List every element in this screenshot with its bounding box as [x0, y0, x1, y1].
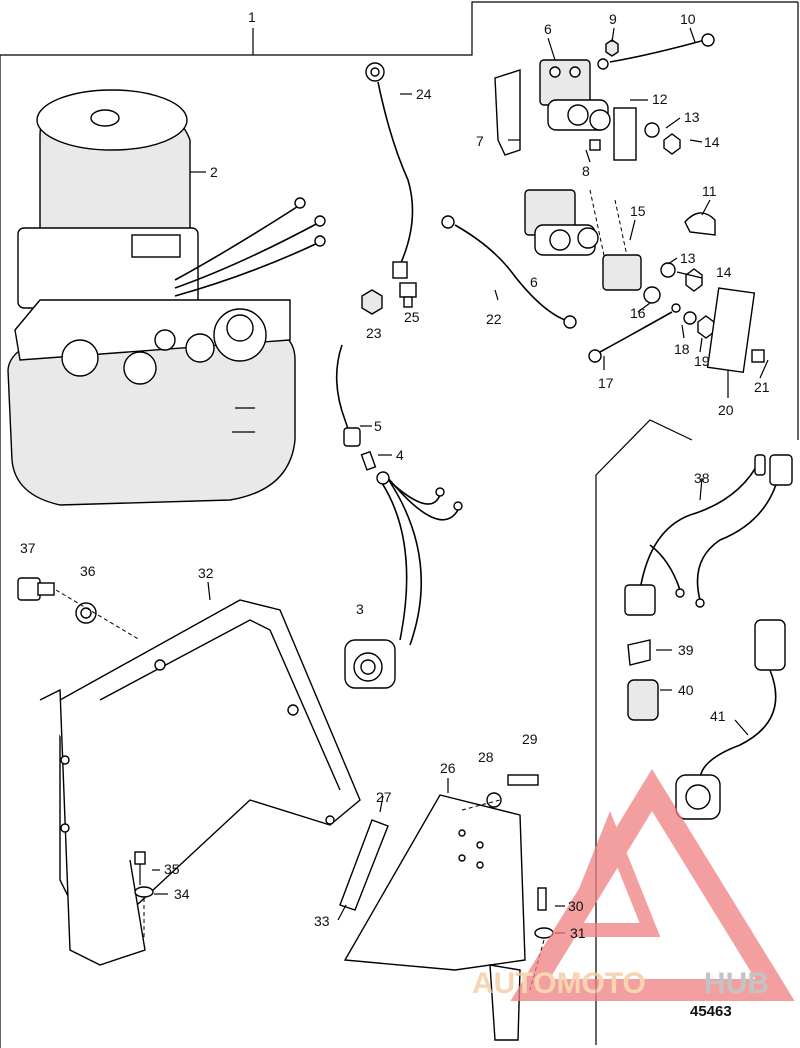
pump-motor-assembly: [7, 89, 326, 506]
callout-10: 10: [680, 11, 696, 27]
watermark-triangle-inner: [559, 811, 661, 937]
callout-leaders: [152, 27, 769, 934]
callout-29: 29: [522, 731, 538, 747]
callout-27: 27: [376, 789, 392, 805]
callout-40: 40: [678, 682, 694, 698]
callout-16: 16: [630, 305, 646, 321]
callout-33: 33: [314, 913, 330, 929]
callout-31: 31: [570, 925, 586, 941]
solenoid-upper: [494, 33, 715, 161]
callout-14a: 14: [704, 134, 720, 150]
callout-4: 4: [396, 447, 404, 463]
watermark-triangle-outer: [510, 768, 795, 1001]
callout-36: 36: [80, 563, 96, 579]
callout-38: 38: [694, 470, 710, 486]
callout-13b: 13: [680, 250, 696, 266]
callout-6b: 6: [530, 274, 538, 290]
callout-9: 9: [609, 11, 617, 27]
callout-35: 35: [164, 861, 180, 877]
trim-harness-right: [624, 454, 793, 820]
watermark-text-automoto: AUTOMOTO: [472, 967, 646, 1000]
callout-17: 17: [598, 375, 614, 391]
callout-24: 24: [416, 86, 432, 102]
callout-12: 12: [652, 91, 668, 107]
callout-28: 28: [478, 749, 494, 765]
callout-11: 11: [702, 183, 717, 199]
callout-3: 3: [356, 601, 364, 617]
callout-13a: 13: [684, 109, 700, 125]
automotohub-watermark: AUTOMOTO HUB: [472, 768, 795, 1001]
callout-20: 20: [718, 402, 734, 418]
callout-19: 19: [694, 353, 710, 369]
callout-5: 5: [374, 418, 382, 434]
mounting-bracket-32: [17, 577, 361, 966]
callout-30: 30: [568, 898, 584, 914]
callout-15: 15: [630, 203, 646, 219]
callout-22: 22: [486, 311, 502, 327]
callout-23: 23: [366, 325, 382, 341]
reference-number: 45463: [690, 1003, 732, 1020]
callout-25: 25: [404, 309, 420, 325]
callout-2: 2: [210, 164, 218, 180]
callout-1: 1: [248, 9, 256, 25]
callout-34: 34: [174, 886, 190, 902]
callout-32: 32: [198, 565, 214, 581]
callout-18: 18: [674, 341, 690, 357]
watermark-text-hub: HUB: [704, 967, 769, 1000]
callout-8: 8: [582, 163, 590, 179]
callout-labels: 1 2 3 4 5 6 6 7 8 9 10 11 12 13 13 14 14…: [20, 9, 770, 1020]
solenoid-lower: [441, 189, 765, 374]
ground-cable-24: [361, 62, 417, 315]
wiring-harness: [335, 344, 463, 689]
callout-21: 21: [754, 379, 770, 395]
callout-7: 7: [476, 133, 484, 149]
callout-26: 26: [440, 760, 456, 776]
callout-14b: 14: [716, 264, 732, 280]
callout-39: 39: [678, 642, 694, 658]
callout-41: 41: [710, 708, 726, 724]
callout-6a: 6: [544, 21, 552, 37]
callout-37: 37: [20, 540, 36, 556]
